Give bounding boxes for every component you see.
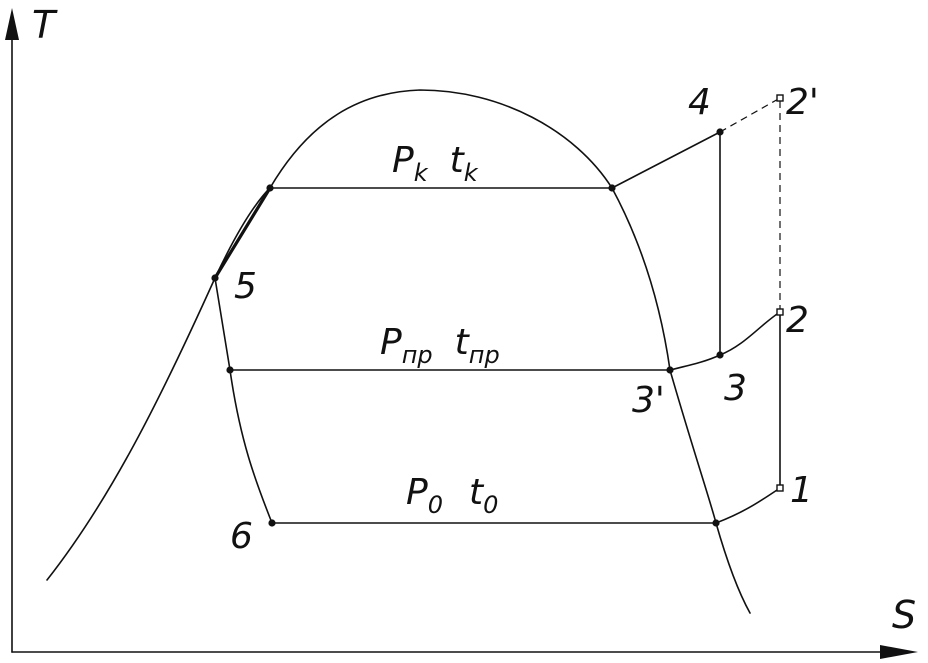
temperature-subscript: пр: [469, 341, 500, 369]
point-label-2: 2: [786, 300, 809, 341]
pressure-symbol: P: [392, 140, 414, 181]
superheat-1: [715, 487, 781, 524]
temperature-symbol: t: [469, 472, 485, 513]
point-label-3: 3: [724, 368, 747, 409]
pressure-subscript: пр: [402, 341, 433, 369]
point-marker-3prime: [666, 366, 674, 374]
axes: [5, 8, 918, 659]
throttling-line-5-6: [214, 277, 273, 524]
point-marker-4: [716, 128, 724, 136]
point-label-1: 1: [790, 470, 813, 511]
dashed-line-4-2prime: [719, 97, 781, 133]
t-axis-arrow: [5, 8, 19, 40]
s-axis-label: S: [892, 593, 916, 637]
point-marker: [608, 184, 616, 192]
point-marker-2: [776, 308, 784, 316]
point-label-4: 4: [688, 82, 711, 123]
point-label-5: 5: [234, 266, 257, 307]
subcooling-segment: [213, 186, 272, 280]
point-marker: [712, 519, 720, 527]
pressure-subscript: 0: [428, 491, 443, 519]
pressure-symbol: P: [380, 322, 402, 363]
temperature-subscript: 0: [483, 491, 498, 519]
point-label-3prime: 3': [632, 380, 665, 421]
point-label-6: 6: [230, 516, 253, 557]
pressure-symbol: P: [406, 472, 428, 513]
superheat-3prime-3-2: [669, 311, 781, 371]
t-axis-label: T: [32, 3, 58, 47]
desuperheat-4: [611, 131, 721, 189]
point-marker-3: [716, 351, 724, 359]
point-marker-5: [211, 274, 219, 282]
point-marker: [226, 366, 234, 374]
temperature-symbol: t: [455, 322, 471, 363]
point-marker-6: [268, 519, 276, 527]
saturation-dome-curve: [46, 89, 751, 614]
point-marker-1: [776, 484, 784, 492]
point-label-2prime: 2': [786, 82, 819, 123]
state-points: [211, 94, 784, 527]
point-marker: [266, 184, 274, 192]
temperature-subscript: k: [464, 159, 479, 187]
point-marker-2prime: [776, 94, 784, 102]
temperature-symbol: t: [450, 140, 466, 181]
s-axis-arrow: [880, 645, 918, 659]
pressure-subscript: k: [414, 159, 429, 187]
